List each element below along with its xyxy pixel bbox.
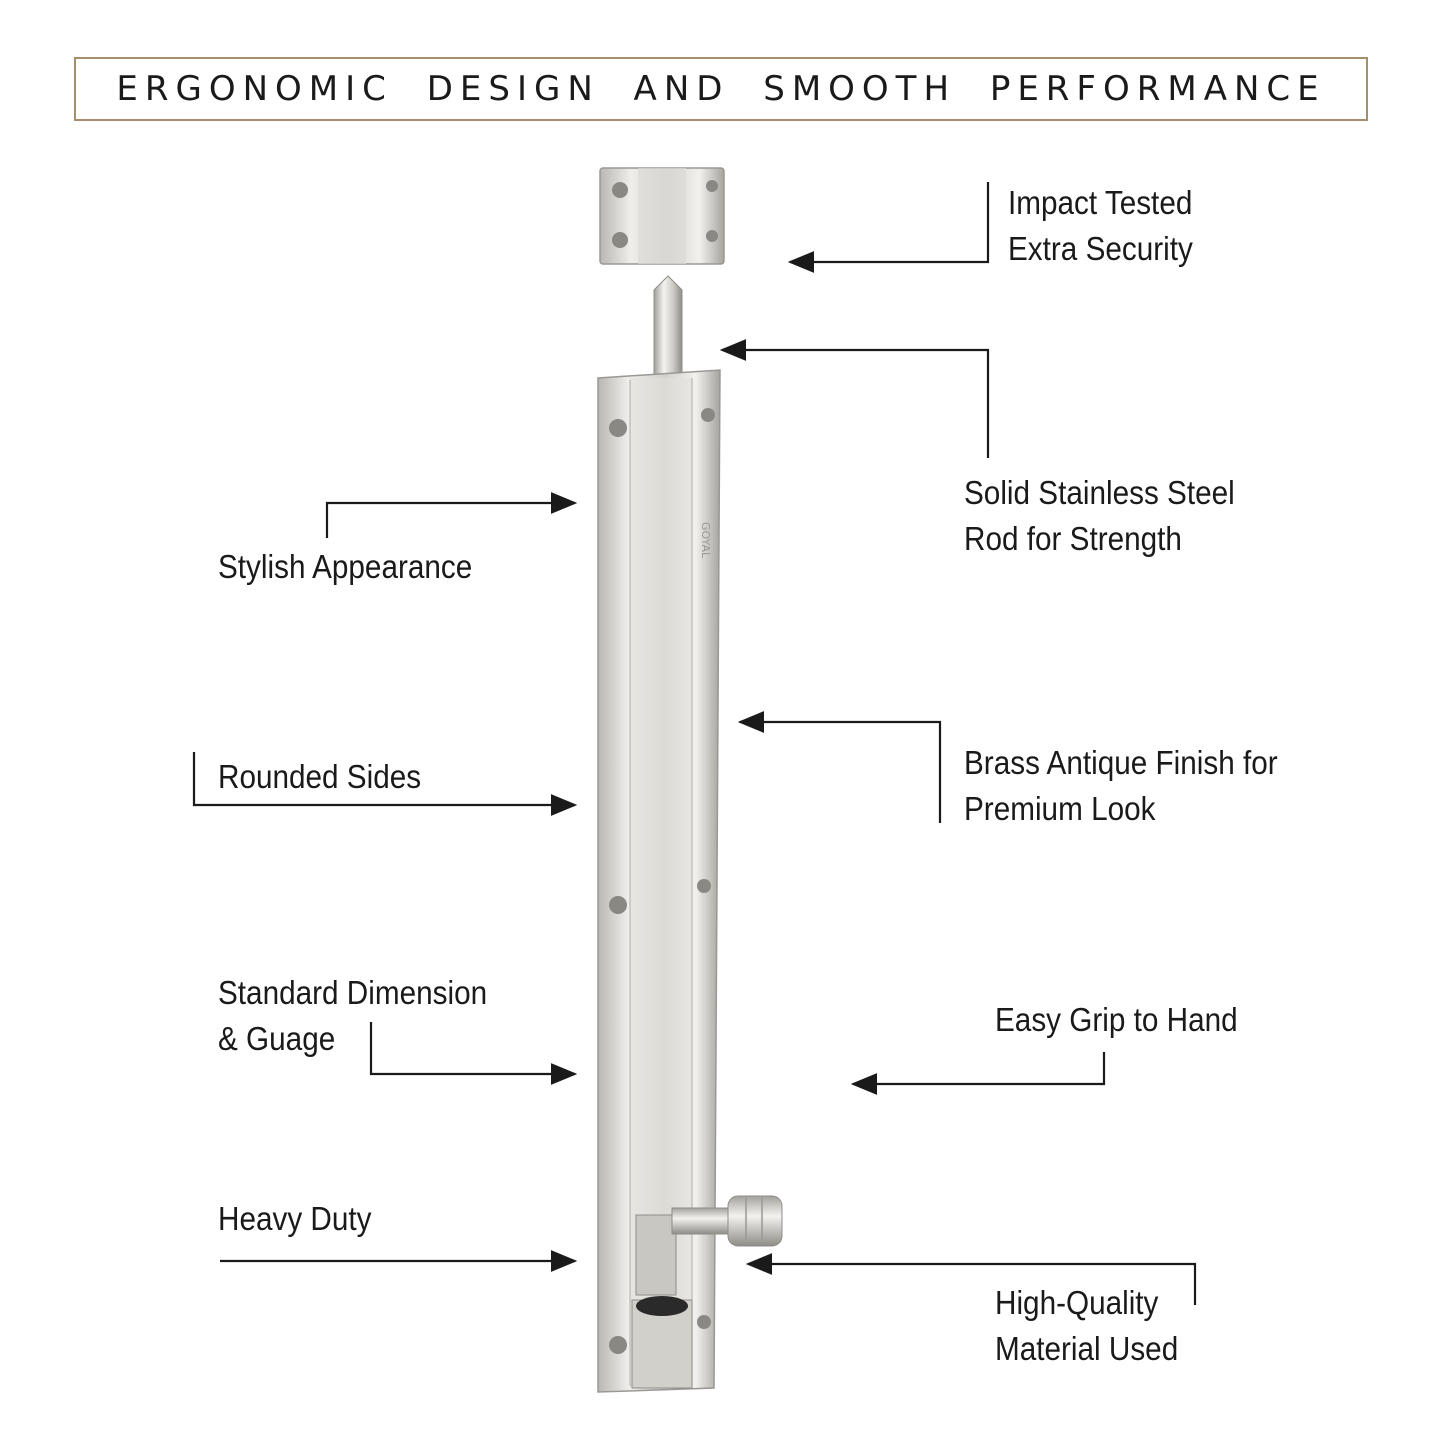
callout-standard: Standard Dimension & Guage	[218, 970, 487, 1062]
bolt-body: GOYAL	[597, 369, 721, 1393]
callout-rounded-line1: Rounded Sides	[218, 758, 422, 795]
callout-impact-line1: Impact Tested	[1008, 184, 1193, 221]
arrow-rounded	[192, 752, 578, 816]
callout-brass-line2: Premium Look	[964, 790, 1156, 827]
arrow-impact	[787, 182, 990, 273]
header-banner: ERGONOMIC DESIGN AND SMOOTH PERFORMANCE	[74, 57, 1368, 121]
callout-impact-line2: Extra Security	[1008, 230, 1193, 267]
callout-rod-line2: Rod for Strength	[964, 520, 1182, 557]
callout-quality-line2: Material Used	[995, 1330, 1179, 1367]
screw-hole-icon	[609, 896, 627, 914]
screw-hole-icon	[612, 182, 628, 198]
steel-rod	[653, 275, 683, 379]
brand-engraving: GOYAL	[699, 522, 712, 559]
callout-impact: Impact Tested Extra Security	[1008, 180, 1193, 272]
arrow-brass	[737, 711, 942, 823]
arrow-quality	[745, 1253, 1197, 1305]
callout-rod: Solid Stainless Steel Rod for Strength	[964, 470, 1235, 562]
screw-hole-icon	[697, 1315, 711, 1329]
callout-standard-line1: Standard Dimension	[218, 974, 488, 1011]
arrow-grip	[850, 1052, 1106, 1095]
callout-heavy: Heavy Duty	[218, 1196, 372, 1242]
screw-hole-icon	[697, 879, 711, 893]
screw-hole-icon	[701, 408, 715, 422]
callout-grip: Easy Grip to Hand	[995, 997, 1238, 1043]
callout-stylish-line1: Stylish Appearance	[218, 548, 473, 585]
grip-knob	[671, 1195, 783, 1247]
page-title: ERGONOMIC DESIGN AND SMOOTH PERFORMANCE	[116, 69, 1326, 109]
callout-lines	[192, 182, 1197, 1305]
screw-hole-icon	[706, 180, 718, 192]
callout-grip-line1: Easy Grip to Hand	[995, 1001, 1238, 1038]
callout-standard-line2: & Guage	[218, 1020, 336, 1057]
callout-quality-line1: High-Quality	[995, 1284, 1159, 1321]
callout-brass-line1: Brass Antique Finish for	[964, 744, 1278, 781]
screw-hole-icon	[609, 1336, 627, 1354]
callout-stylish: Stylish Appearance	[218, 544, 472, 590]
callout-rounded: Rounded Sides	[218, 754, 421, 800]
screw-hole-icon	[609, 419, 627, 437]
callout-rod-line1: Solid Stainless Steel	[964, 474, 1235, 511]
screw-hole-icon	[612, 232, 628, 248]
callout-quality: High-Quality Material Used	[995, 1280, 1178, 1372]
arrow-rod	[719, 339, 990, 458]
screw-hole-icon	[706, 230, 718, 242]
callout-heavy-line1: Heavy Duty	[218, 1200, 372, 1237]
arrow-stylish	[325, 492, 578, 538]
callout-brass: Brass Antique Finish for Premium Look	[964, 740, 1278, 832]
arrow-standard	[369, 1022, 578, 1085]
keeper-bracket	[599, 167, 725, 265]
